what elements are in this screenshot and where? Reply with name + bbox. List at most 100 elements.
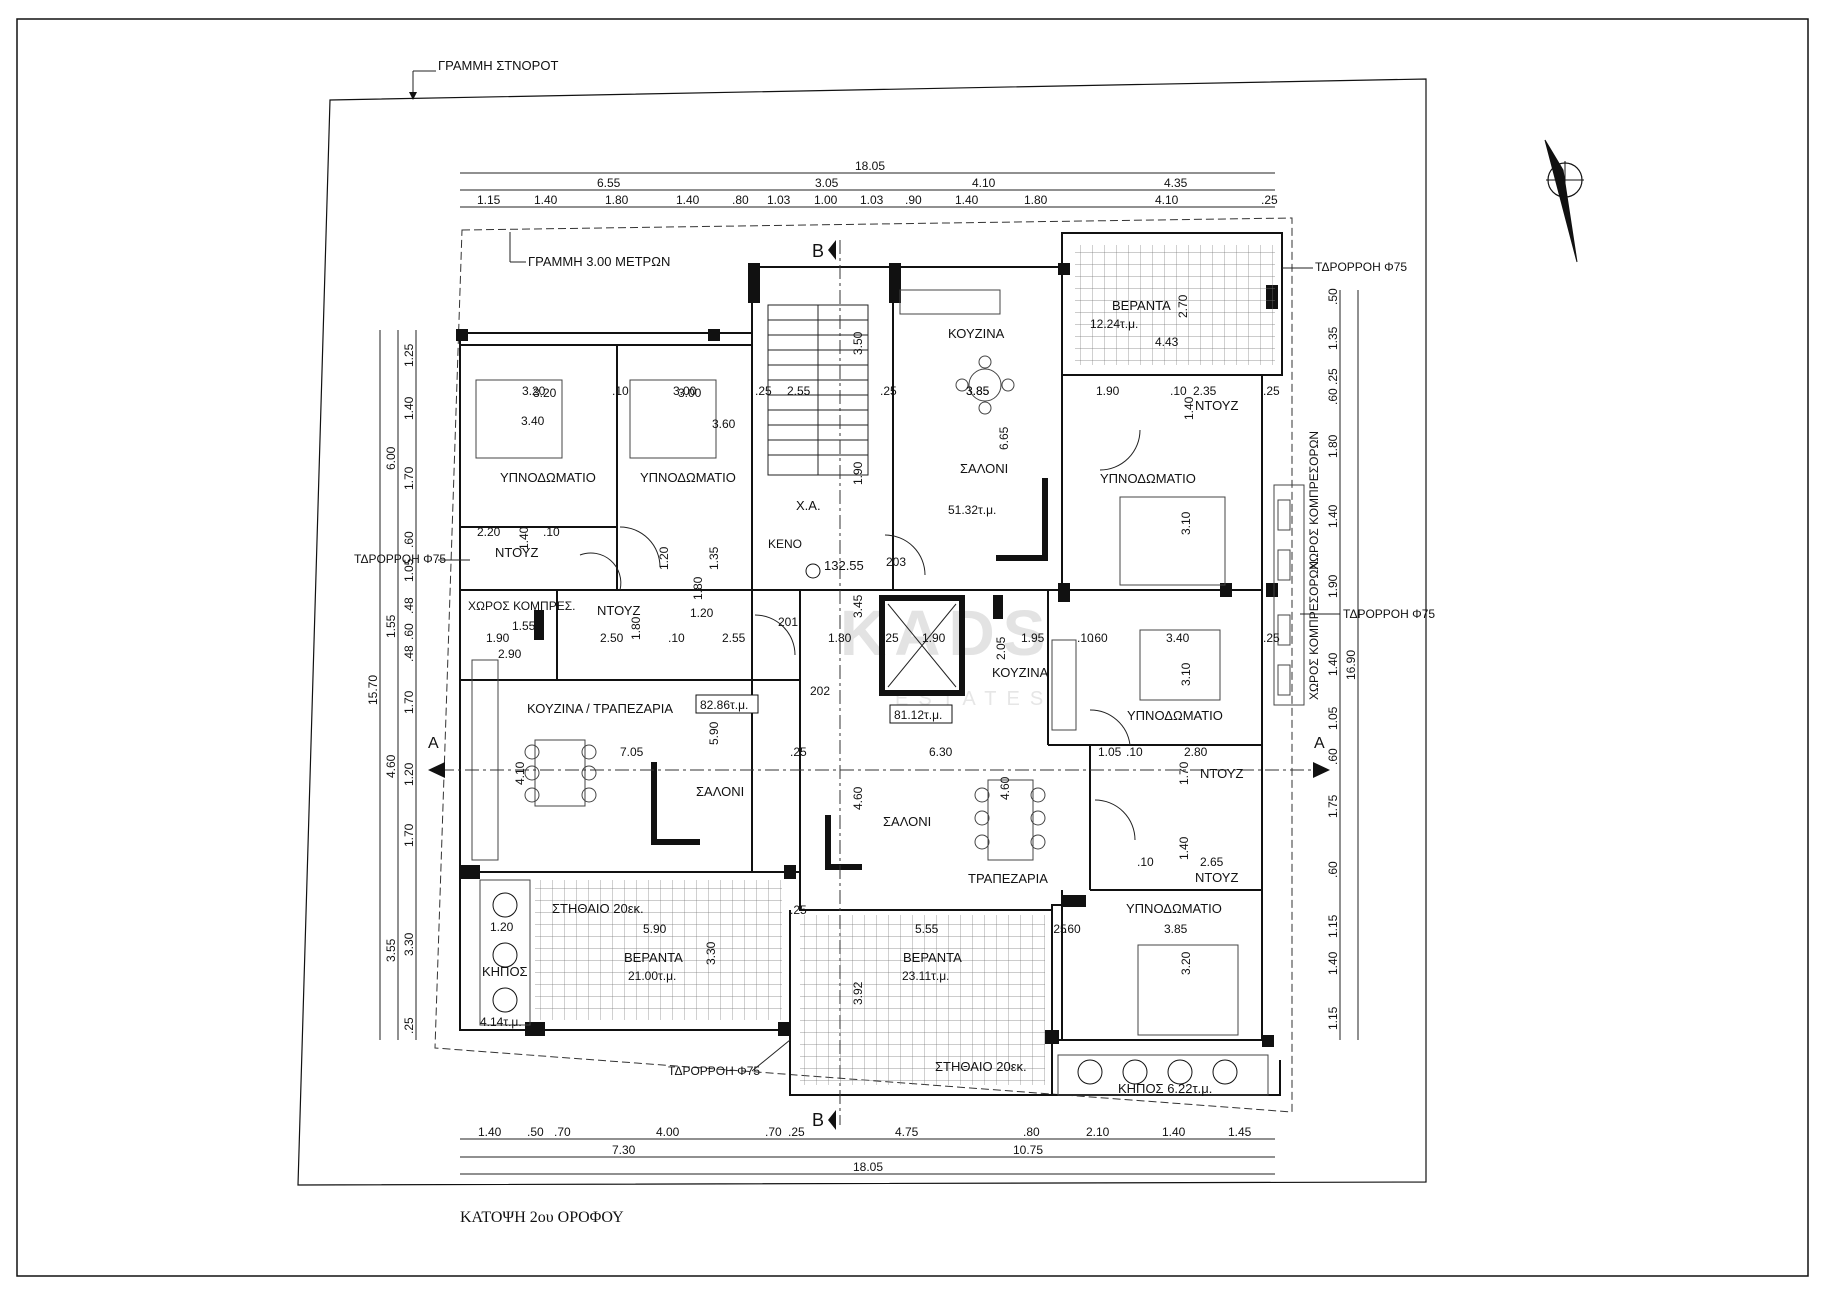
svg-text:3.85: 3.85 bbox=[966, 384, 990, 398]
svg-text:1.03: 1.03 bbox=[767, 193, 791, 207]
room-label: ΣΑΛΟΝΙ bbox=[960, 461, 1008, 476]
svg-text:2.05: 2.05 bbox=[994, 636, 1008, 660]
svg-text:1.80: 1.80 bbox=[605, 193, 629, 207]
svg-text:1.70: 1.70 bbox=[1177, 761, 1191, 785]
svg-text:.60: .60 bbox=[1091, 631, 1108, 645]
svg-text:6.65: 6.65 bbox=[997, 426, 1011, 450]
svg-text:.25: .25 bbox=[1261, 193, 1278, 207]
kitchen-counters bbox=[471, 289, 1077, 861]
room-label: ΣΑΛΟΝΙ bbox=[883, 814, 931, 829]
svg-text:51.32τ.μ.: 51.32τ.μ. bbox=[948, 503, 996, 517]
svg-text:1.40: 1.40 bbox=[402, 396, 416, 420]
svg-text:1.80: 1.80 bbox=[691, 576, 705, 600]
svg-text:1.55: 1.55 bbox=[384, 614, 398, 638]
drain-label: ΤΔΡΟΡΡΟΗ Φ75 bbox=[1315, 260, 1407, 274]
compressor-units bbox=[1273, 484, 1305, 706]
svg-text:.50: .50 bbox=[527, 1125, 544, 1139]
svg-text:.25: .25 bbox=[790, 745, 807, 759]
svg-text:.60: .60 bbox=[1326, 861, 1340, 878]
svg-text:4.10: 4.10 bbox=[513, 761, 527, 785]
sofa-left-apt bbox=[651, 762, 700, 845]
svg-text:1.75: 1.75 bbox=[1326, 794, 1340, 818]
room-label: ΝΤΟΥΖ bbox=[597, 603, 640, 618]
svg-text:.48: .48 bbox=[402, 645, 416, 662]
svg-text:1.90: 1.90 bbox=[851, 461, 865, 485]
svg-text:3.50: 3.50 bbox=[851, 331, 865, 355]
sofa-top-apt bbox=[996, 478, 1048, 561]
drain-label: ΤΔΡΟΡΡΟΗ Φ75 bbox=[1343, 607, 1435, 621]
svg-text:1.20: 1.20 bbox=[490, 920, 514, 934]
svg-text:1.03: 1.03 bbox=[860, 193, 884, 207]
svg-text:1.90: 1.90 bbox=[1096, 384, 1120, 398]
svg-text:23.11τ.μ.: 23.11τ.μ. bbox=[902, 969, 949, 983]
room-label: ΚΟΥΖΙΝΑ / ΤΡΑΠΕΖΑΡΙΑ bbox=[527, 701, 673, 716]
plot-boundary bbox=[297, 78, 1427, 1186]
apartment-area: 82.86τ.μ. bbox=[700, 698, 748, 712]
svg-text:.60: .60 bbox=[402, 531, 416, 548]
svg-text:1.90: 1.90 bbox=[1326, 574, 1340, 598]
room-label: ΝΤΟΥΖ bbox=[1195, 870, 1238, 885]
svg-text:1.35: 1.35 bbox=[707, 546, 721, 570]
svg-text:3.05: 3.05 bbox=[815, 176, 839, 190]
apartment-area: 81.12τ.μ. bbox=[894, 708, 942, 722]
svg-text:.80: .80 bbox=[1023, 1125, 1040, 1139]
svg-text:.25: .25 bbox=[1263, 631, 1280, 645]
drain-label: ΤΔΡΟΡΡΟΗ Φ75 bbox=[668, 1064, 760, 1078]
svg-text:3.55: 3.55 bbox=[384, 938, 398, 962]
svg-text:3.10: 3.10 bbox=[1179, 662, 1193, 686]
garden-right bbox=[1057, 1054, 1269, 1096]
svg-text:2.55: 2.55 bbox=[787, 384, 811, 398]
svg-text:4.10: 4.10 bbox=[1155, 193, 1179, 207]
svg-text:.60: .60 bbox=[1326, 748, 1340, 765]
svg-text:1.00: 1.00 bbox=[814, 193, 838, 207]
room-label: ΧΩΡΟΣ ΚΟΜΠΡΕΣΟΡΩΝ bbox=[1307, 561, 1321, 700]
staircase bbox=[767, 304, 869, 476]
garden-left bbox=[479, 879, 531, 1026]
room-label: ΥΠΝΟΔΩΜΑΤΙΟ bbox=[1127, 708, 1223, 723]
svg-text:3.85: 3.85 bbox=[1164, 922, 1188, 936]
svg-text:1.05: 1.05 bbox=[402, 558, 416, 582]
svg-text:.10: .10 bbox=[1126, 745, 1143, 759]
svg-text:1.20: 1.20 bbox=[402, 762, 416, 786]
svg-text:5.90: 5.90 bbox=[643, 922, 667, 936]
room-label: ΣΤΗΘΑΙΟ 20εκ. bbox=[552, 901, 644, 916]
svg-text:3.45: 3.45 bbox=[851, 594, 865, 618]
svg-text:.10: .10 bbox=[612, 384, 629, 398]
svg-text:1.05: 1.05 bbox=[1326, 706, 1340, 730]
svg-text:3.92: 3.92 bbox=[851, 981, 865, 1005]
veranda-top-hatch bbox=[1075, 245, 1275, 365]
structural-columns bbox=[456, 263, 1278, 1047]
svg-text:1.25: 1.25 bbox=[402, 343, 416, 367]
svg-text:1.90: 1.90 bbox=[486, 631, 510, 645]
veranda-center-hatch bbox=[800, 915, 1045, 1085]
svg-text:.10: .10 bbox=[1077, 631, 1094, 645]
svg-text:1.40: 1.40 bbox=[1326, 951, 1340, 975]
drain-label: ΤΔΡΟΡΡΟΗ Φ75 bbox=[354, 552, 446, 566]
svg-text:.60: .60 bbox=[402, 623, 416, 640]
svg-text:12.24τ.μ.: 12.24τ.μ. bbox=[1090, 317, 1138, 331]
dimension-lines bbox=[379, 172, 1359, 1175]
svg-text:1.80: 1.80 bbox=[629, 616, 643, 640]
svg-text:.48: .48 bbox=[402, 597, 416, 614]
svg-text:1.40: 1.40 bbox=[1326, 504, 1340, 528]
svg-text:1.20: 1.20 bbox=[690, 606, 714, 620]
svg-text:4.60: 4.60 bbox=[851, 786, 865, 810]
svg-text:1.40: 1.40 bbox=[955, 193, 979, 207]
svg-text:1.70: 1.70 bbox=[402, 466, 416, 490]
dining-table-left bbox=[524, 739, 597, 807]
room-label: ΣΑΛΟΝΙ bbox=[696, 784, 744, 799]
svg-text:2.55: 2.55 bbox=[722, 631, 746, 645]
svg-text:1.95: 1.95 bbox=[1021, 631, 1045, 645]
boundary-line-label: ΓΡΑΜΜΗ ΣΤΝΟΡΟΤ bbox=[438, 58, 558, 73]
svg-text:4.43: 4.43 bbox=[1155, 335, 1179, 349]
svg-text:1.40: 1.40 bbox=[517, 526, 531, 550]
svg-text:.70: .70 bbox=[765, 1125, 782, 1139]
room-label: ΧΩΡΟΣ ΚΟΜΠΡΕΣΟΡΩΝ bbox=[1307, 431, 1321, 570]
svg-text:1.40: 1.40 bbox=[1162, 1125, 1186, 1139]
elevator-shaft bbox=[879, 595, 965, 696]
svg-text:.25: .25 bbox=[790, 903, 807, 917]
svg-text:.80: .80 bbox=[732, 193, 749, 207]
svg-text:3.60: 3.60 bbox=[712, 417, 736, 431]
section-mark-bottom: B bbox=[812, 1110, 824, 1130]
svg-text:4.14τ.μ.: 4.14τ.μ. bbox=[480, 1015, 522, 1029]
